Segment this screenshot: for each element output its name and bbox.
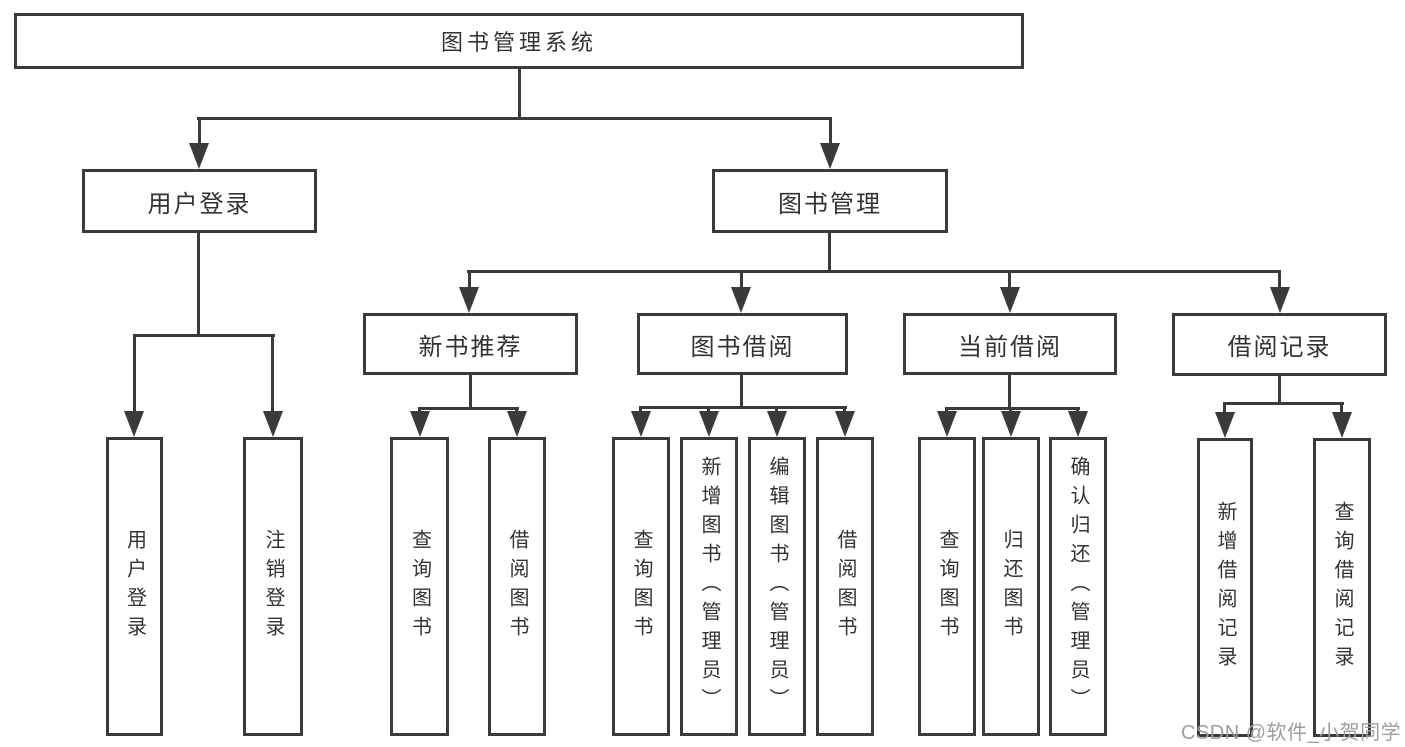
arrowhead-icon bbox=[937, 411, 957, 437]
arrowhead-icon bbox=[767, 411, 787, 437]
arrowhead-icon bbox=[410, 411, 430, 437]
node-new-book-recommendation: 新书推荐 bbox=[363, 313, 578, 375]
leaf-logout: 注销登录 bbox=[243, 437, 303, 736]
leaf-label: 用户登录 bbox=[123, 528, 146, 645]
leaf-label: 查询图书 bbox=[408, 528, 431, 645]
edge-line bbox=[829, 117, 832, 145]
node-book-borrowing: 图书借阅 bbox=[637, 313, 848, 375]
node-borrowing-records: 借阅记录 bbox=[1172, 313, 1387, 376]
edge-line bbox=[197, 233, 200, 337]
leaf-borrow-books-borrowing: 借阅图书 bbox=[816, 437, 874, 736]
arrowhead-icon bbox=[1000, 287, 1020, 313]
leaf-borrow-books-recommend: 借阅图书 bbox=[488, 437, 546, 736]
leaf-query-books-borrowing: 查询图书 bbox=[612, 437, 670, 736]
node-label: 新书推荐 bbox=[418, 333, 523, 361]
leaf-label: 编辑图书（管理员） bbox=[766, 456, 788, 717]
leaf-add-borrow-record: 新增借阅记录 bbox=[1197, 438, 1253, 737]
leaf-label: 新增图书（管理员） bbox=[698, 456, 720, 717]
leaf-confirm-return-admin: 确认归还（管理员） bbox=[1049, 437, 1107, 736]
watermark: CSDN @软件_小贺同学 bbox=[1181, 722, 1402, 744]
arrowhead-icon bbox=[699, 411, 719, 437]
node-user-login: 用户登录 bbox=[82, 169, 317, 233]
edge-line bbox=[197, 117, 831, 120]
arrowhead-icon bbox=[631, 411, 651, 437]
edge-line bbox=[133, 334, 275, 337]
arrowhead-icon bbox=[1332, 412, 1352, 438]
edge-line bbox=[1008, 270, 1011, 290]
arrowhead-icon bbox=[124, 411, 144, 437]
leaf-label: 新增借阅记录 bbox=[1214, 500, 1236, 675]
edge-line bbox=[133, 334, 136, 413]
node-label: 用户登录 bbox=[147, 190, 252, 218]
edge-line bbox=[740, 270, 743, 290]
edge-line bbox=[740, 375, 743, 409]
leaf-edit-book-admin: 编辑图书（管理员） bbox=[748, 437, 806, 736]
edge-line bbox=[271, 334, 274, 413]
edge-line bbox=[469, 375, 472, 410]
leaf-label: 借阅图书 bbox=[506, 528, 528, 645]
edge-line bbox=[467, 270, 1281, 273]
arrowhead-icon bbox=[459, 287, 479, 313]
arrowhead-icon bbox=[820, 143, 840, 169]
edge-line bbox=[828, 233, 831, 273]
edge-line bbox=[1008, 375, 1011, 410]
node-current-borrowing: 当前借阅 bbox=[903, 313, 1117, 375]
edge-line bbox=[468, 270, 471, 290]
leaf-add-book-admin: 新增图书（管理员） bbox=[680, 437, 738, 736]
edge-line bbox=[1278, 376, 1281, 405]
arrowhead-icon bbox=[1270, 287, 1290, 313]
node-book-management: 图书管理 bbox=[712, 169, 948, 233]
arrowhead-icon bbox=[1001, 411, 1021, 437]
leaf-label: 查询图书 bbox=[630, 528, 652, 645]
leaf-label: 借阅图书 bbox=[834, 528, 856, 645]
leaf-return-books: 归还图书 bbox=[982, 437, 1040, 736]
edge-line bbox=[1224, 402, 1344, 405]
leaf-query-books-current: 查询图书 bbox=[918, 437, 976, 736]
leaf-label: 确认归还（管理员） bbox=[1067, 456, 1089, 717]
node-label: 图书借阅 bbox=[690, 333, 795, 361]
edge-line bbox=[946, 407, 1080, 410]
arrowhead-icon bbox=[731, 287, 751, 313]
edge-line bbox=[418, 407, 519, 410]
node-label: 借阅记录 bbox=[1227, 334, 1332, 361]
leaf-label: 注销登录 bbox=[262, 528, 284, 645]
leaf-query-books-recommend: 查询图书 bbox=[390, 437, 449, 736]
edge-line bbox=[1340, 402, 1343, 414]
arrowhead-icon bbox=[189, 143, 209, 169]
edge-line bbox=[518, 69, 521, 120]
node-label: 当前借阅 bbox=[958, 333, 1062, 361]
leaf-user-login: 用户登录 bbox=[106, 437, 163, 736]
leaf-query-borrow-record: 查询借阅记录 bbox=[1313, 438, 1371, 737]
edge-line bbox=[640, 406, 847, 409]
arrowhead-icon bbox=[263, 411, 283, 437]
arrowhead-icon bbox=[507, 411, 527, 437]
edge-line bbox=[1223, 402, 1226, 414]
leaf-label: 查询借阅记录 bbox=[1331, 500, 1353, 675]
node-label: 图书管理 bbox=[778, 190, 882, 218]
arrowhead-icon bbox=[1068, 411, 1088, 437]
arrowhead-icon bbox=[835, 411, 855, 437]
arrowhead-icon bbox=[1215, 412, 1235, 438]
node-label: 图书管理系统 bbox=[440, 30, 597, 55]
leaf-label: 归还图书 bbox=[1000, 528, 1022, 645]
edge-line bbox=[1278, 270, 1281, 290]
node-library-management-system: 图书管理系统 bbox=[14, 13, 1024, 69]
leaf-label: 查询图书 bbox=[936, 528, 958, 645]
edge-line bbox=[198, 117, 201, 145]
